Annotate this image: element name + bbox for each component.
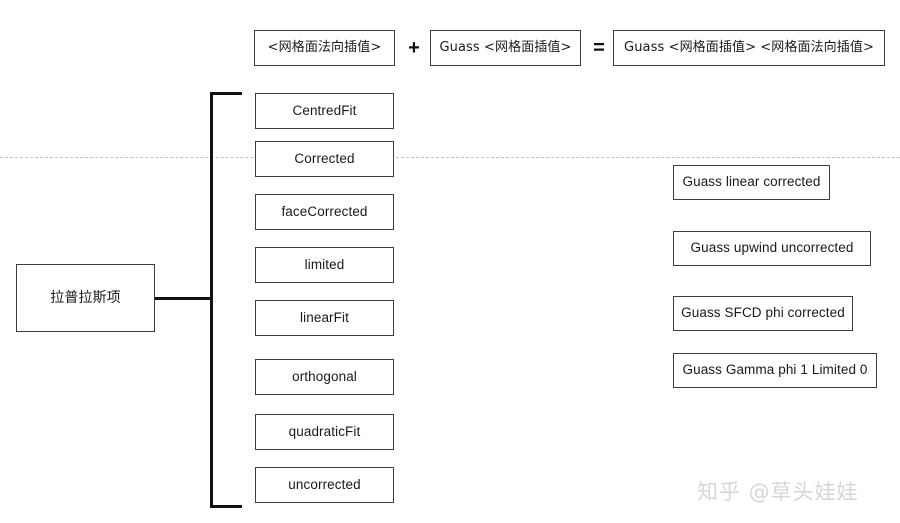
scheme-item-orthogonal: orthogonal bbox=[255, 359, 394, 395]
formula-result: Guass <网格面插值> <网格面法向插值> bbox=[613, 30, 885, 66]
root-to-brace-connector bbox=[155, 297, 213, 300]
root-node-laplacian-term: 拉普拉斯项 bbox=[16, 264, 155, 332]
example-guass-sfcd-phi-corrected: Guass SFCD phi corrected bbox=[673, 296, 853, 331]
formula-plus-operator: + bbox=[408, 37, 420, 59]
scheme-item-facecorrected: faceCorrected bbox=[255, 194, 394, 230]
scheme-item-corrected: Corrected bbox=[255, 141, 394, 177]
scheme-item-quadraticfit: quadraticFit bbox=[255, 414, 394, 450]
formula-operand-left: <网格面法向插值> bbox=[254, 30, 395, 66]
brace-top-arm bbox=[210, 92, 242, 95]
example-guass-gamma-phi-1-limited-0: Guass Gamma phi 1 Limited 0 bbox=[673, 353, 877, 388]
scheme-item-limited: limited bbox=[255, 247, 394, 283]
brace-spine bbox=[210, 92, 213, 508]
dashed-divider-line bbox=[0, 157, 900, 158]
scheme-item-uncorrected: uncorrected bbox=[255, 467, 394, 503]
watermark-text: 知乎 @草头娃娃 bbox=[697, 480, 859, 504]
brace-bottom-arm bbox=[210, 505, 242, 508]
formula-operand-right: Guass <网格面插值> bbox=[430, 30, 581, 66]
example-guass-upwind-uncorrected: Guass upwind uncorrected bbox=[673, 231, 871, 266]
example-guass-linear-corrected: Guass linear corrected bbox=[673, 165, 830, 200]
scheme-item-linearfit: linearFit bbox=[255, 300, 394, 336]
formula-equals-operator: = bbox=[593, 37, 605, 59]
scheme-item-centredfit: CentredFit bbox=[255, 93, 394, 129]
